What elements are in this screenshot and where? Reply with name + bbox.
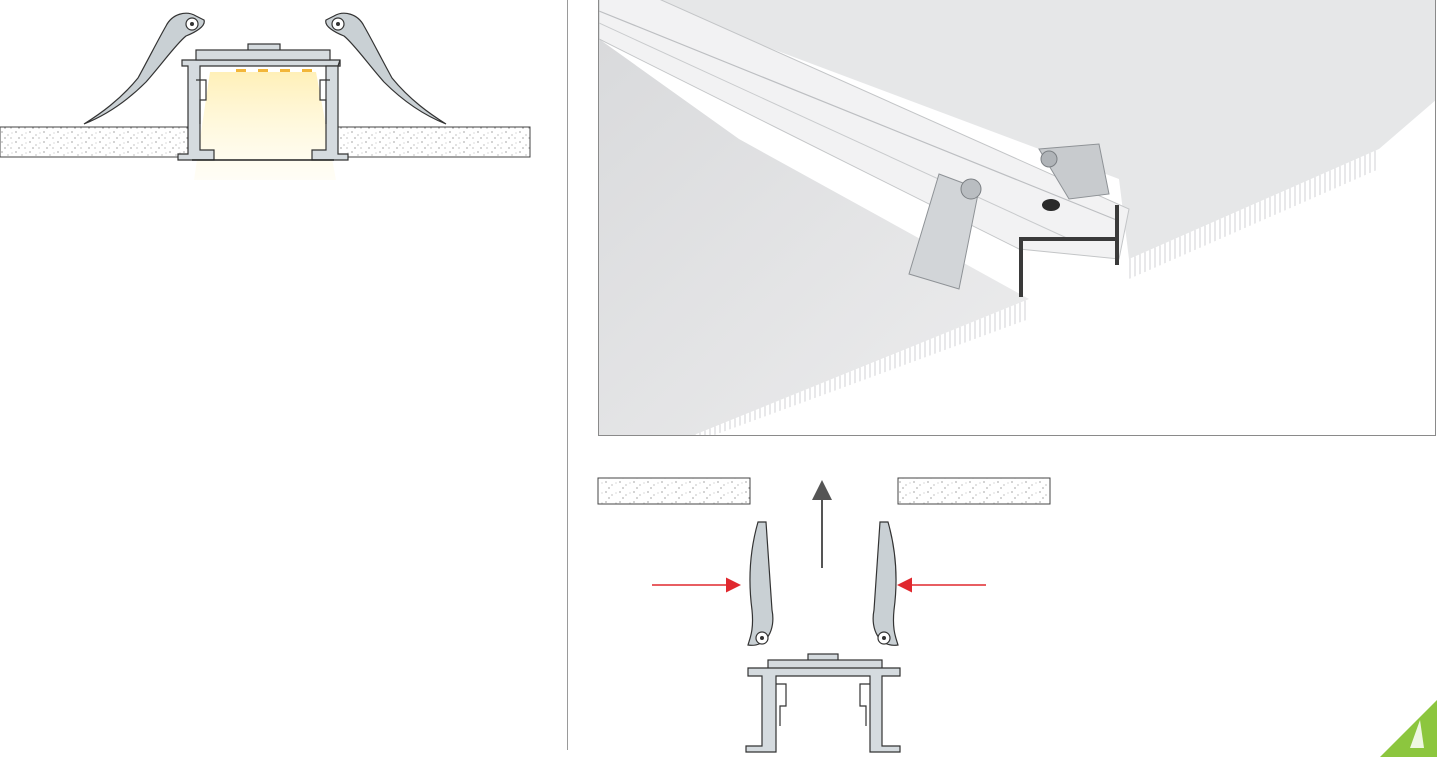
ceiling-board-left (0, 126, 191, 158)
corner-logo-icon (1380, 700, 1437, 757)
ceiling-board-right (337, 126, 531, 158)
spring-clip-left (747, 521, 774, 646)
aluminium-profile (177, 43, 349, 161)
spring-clip-left (83, 12, 205, 125)
ceiling-sheet-left (599, 39, 1029, 435)
ceiling-board-right (897, 477, 1051, 505)
spring-clip-right (325, 12, 447, 125)
product-photo (598, 0, 1436, 436)
ceiling-sheet-right (641, 0, 1435, 259)
photo-clip-front (908, 173, 982, 290)
ceiling-board-left (597, 477, 751, 505)
aluminium-profile (745, 653, 901, 753)
photo-clip-back (1038, 143, 1110, 200)
fixing-screw (1042, 199, 1060, 211)
light-beam (194, 72, 336, 180)
removal-section-diagram (597, 477, 1051, 753)
panel-divider (567, 0, 568, 750)
led-strip (236, 69, 312, 72)
profile-end-section (1019, 205, 1119, 297)
installed-section-diagram (0, 12, 531, 180)
spring-clip-right (872, 521, 899, 646)
